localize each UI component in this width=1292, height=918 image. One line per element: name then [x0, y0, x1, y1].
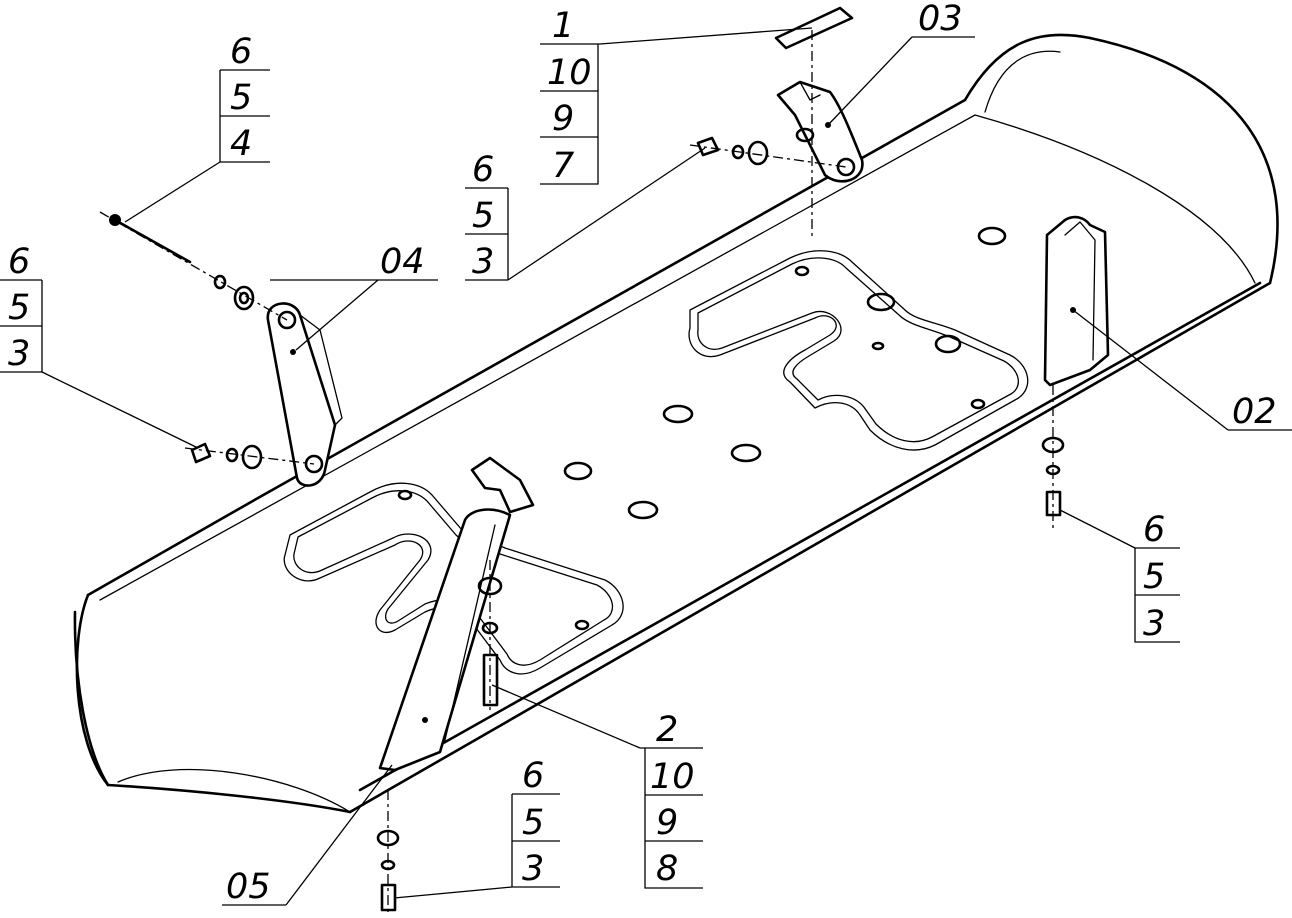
bracket-02	[1043, 215, 1110, 387]
part-labels: 03 04 02 05	[226, 0, 1277, 907]
callout-top-left-stack: 6 5 4	[230, 32, 252, 164]
callout-number: 1	[552, 6, 574, 46]
callout-number: 6	[8, 242, 30, 282]
callout-number: 5	[1143, 557, 1165, 597]
skid-plate	[73, 33, 1279, 814]
callout-number: 10	[547, 53, 592, 93]
callout-bottom-mid-stack: 2 10 9 8	[650, 710, 695, 889]
bracket-03	[776, 80, 864, 183]
bracket-05	[378, 456, 535, 772]
callout-number: 5	[522, 803, 544, 843]
callout-number: 5	[8, 288, 30, 328]
label-part-05: 05	[226, 867, 271, 907]
callout-number: 3	[8, 334, 30, 374]
callout-number: 2	[656, 710, 678, 750]
callout-number: 5	[472, 196, 494, 236]
callout-bottom-left-stack: 6 5 3	[522, 756, 544, 889]
callout-mid-stack: 6 5 3	[472, 150, 494, 282]
callout-left-stack: 6 5 3	[8, 242, 30, 374]
callout-number: 10	[650, 757, 695, 797]
long-bolt-4	[99, 211, 288, 321]
callout-number: 6	[1143, 510, 1165, 550]
right-stiffening-rib	[688, 250, 1029, 451]
fasteners	[184, 6, 1065, 915]
callout-number: 3	[1143, 604, 1165, 644]
label-part-03: 03	[918, 0, 963, 39]
callout-number: 6	[230, 32, 252, 72]
callout-number: 6	[522, 756, 544, 796]
label-part-04: 04	[380, 242, 425, 282]
plate-holes	[397, 226, 1007, 631]
callout-number: 4	[230, 124, 252, 164]
leader-lines	[0, 27, 1292, 906]
callout-number: 5	[230, 78, 252, 118]
callout-number: 7	[552, 146, 574, 186]
callout-number: 8	[656, 849, 678, 889]
callout-right-stack: 6 5 3	[1143, 510, 1165, 644]
callout-top-center-stack: 1 10 9 7	[547, 6, 592, 186]
callout-number: 6	[472, 150, 494, 190]
callout-number: 9	[656, 803, 678, 843]
callout-number: 3	[472, 242, 494, 282]
bracket-04	[266, 302, 343, 487]
label-part-02: 02	[1232, 392, 1277, 432]
callout-number: 9	[552, 99, 574, 139]
callout-number: 3	[522, 849, 544, 889]
